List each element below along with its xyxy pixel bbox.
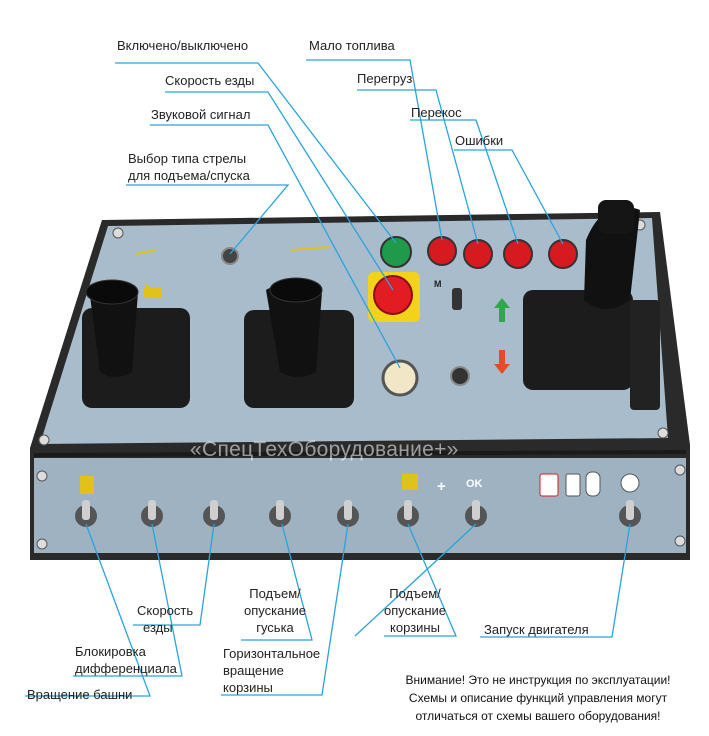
- boom-select-knob-icon: [221, 247, 239, 265]
- screw-icon: [657, 427, 669, 439]
- filter-icon: [585, 471, 601, 497]
- small-knob-icon: [450, 366, 470, 386]
- mini-toggle-icon: [452, 288, 462, 310]
- front-toggle-switches: [75, 500, 641, 527]
- overload-lamp-icon: [463, 239, 493, 269]
- engine-start-icon: [620, 473, 640, 493]
- label-basket-lift: Подъем/ опускание корзины: [384, 586, 446, 635]
- screw-icon: [36, 470, 48, 482]
- tilt-lamp-icon: [503, 239, 533, 269]
- label-boom-select: Выбор типа стрелы для подъема/спуска: [128, 151, 250, 183]
- label-engine-start: Запуск двигателя: [484, 622, 589, 637]
- label-basket-rotation: Горизонтальное вращение корзины: [223, 646, 321, 695]
- screw-icon: [36, 538, 48, 550]
- label-turret: Вращение башни: [27, 687, 133, 702]
- screw-icon: [674, 464, 686, 476]
- leader-lines: [25, 59, 631, 697]
- fuel-pump-icon: [565, 473, 581, 497]
- power-lamp-icon: [380, 236, 412, 268]
- fuel-gauge-icon: [539, 473, 559, 497]
- label-drive-speed: Скорость езды: [137, 603, 194, 635]
- label-drive-speed-top: Скорость езды: [165, 73, 255, 88]
- ok-marking: OK: [466, 478, 483, 490]
- label-tilt: Перекос: [411, 105, 462, 120]
- screw-icon: [674, 535, 686, 547]
- joystick-center-handle: [266, 281, 322, 377]
- label-jib: Подъем/ опускание гуська: [244, 586, 306, 635]
- panel-front-face: [34, 458, 686, 553]
- joystick-left-handle: [90, 284, 138, 377]
- low-fuel-lamp-icon: [427, 236, 457, 266]
- errors-lamp-icon: [548, 239, 578, 269]
- screw-icon: [112, 227, 124, 239]
- basket-icon: [402, 474, 418, 490]
- screw-icon: [38, 434, 50, 446]
- arrow-down-icon: [494, 364, 510, 374]
- emergency-stop-icon: [373, 275, 413, 315]
- arrow-up-icon: [494, 298, 510, 308]
- label-power: Включено/выключено: [117, 38, 249, 53]
- label-low-fuel: Мало топлива: [309, 38, 395, 53]
- label-overload: Перегруз: [357, 71, 413, 86]
- m-marking: M: [434, 279, 442, 289]
- turret-icon: [80, 476, 94, 494]
- right-panel-bracket: [630, 300, 660, 410]
- plus-marking: +: [437, 478, 446, 495]
- label-horn: Звуковой сигнал: [151, 107, 251, 122]
- disclaimer-text: Внимание! Это не инструкция по эксплуата…: [405, 673, 671, 723]
- horn-button-icon: [381, 359, 419, 397]
- watermark-text: «СпецТехОборудование+»: [190, 438, 459, 461]
- label-diff-lock: Блокировка дифференциала: [75, 644, 177, 676]
- joystick-right-boot: [523, 290, 633, 390]
- label-errors: Ошибки: [455, 133, 504, 148]
